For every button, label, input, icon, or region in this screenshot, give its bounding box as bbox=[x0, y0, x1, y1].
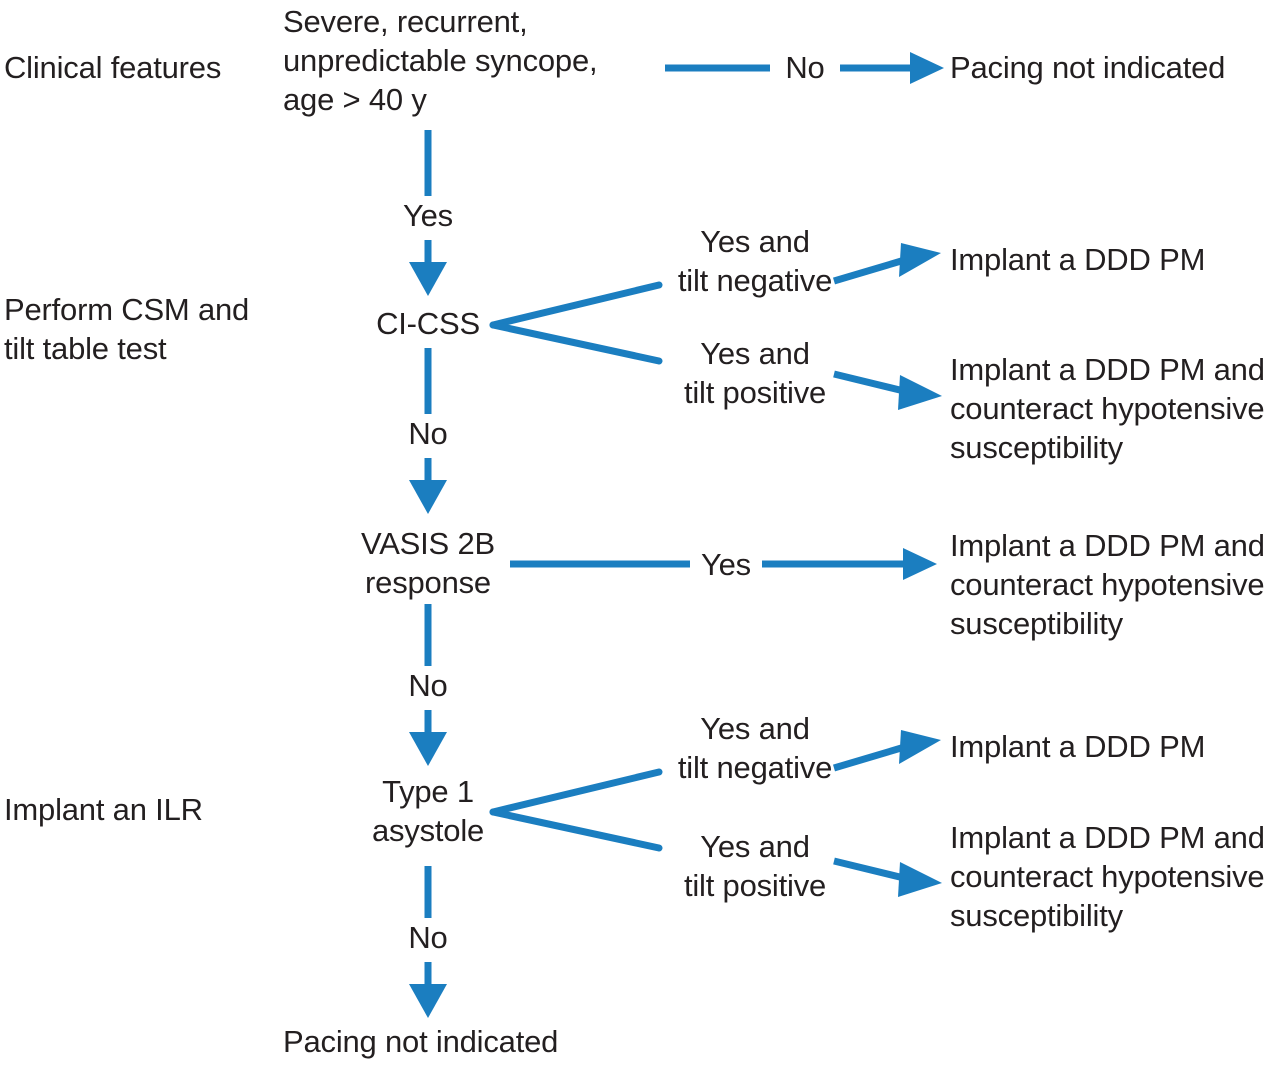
outcome-ddd-pm-counteract-vasis: Implant a DDD PM and counteract hypotens… bbox=[950, 528, 1265, 641]
node-type-1-asystole: Type 1 asystole bbox=[371, 774, 485, 848]
node-pacing-not-indicated-bottom: Pacing not indicated bbox=[283, 1024, 559, 1059]
arrow-no-to-vasis bbox=[409, 458, 447, 514]
edge-label-cicss-tilt-positive: Yes and tilt positive bbox=[683, 336, 827, 410]
outcome-ddd-pm-cicss: Implant a DDD PM bbox=[950, 242, 1206, 277]
stage-label-perform-csm-tilt: Perform CSM and tilt table test bbox=[4, 292, 250, 366]
stage-label-clinical-features: Clinical features bbox=[4, 50, 222, 85]
edge-label-yes-to-cicss: Yes bbox=[403, 198, 453, 233]
arrow-cicss-tilt-negative-outcome bbox=[833, 243, 941, 285]
stage-label-implant-ilr: Implant an ILR bbox=[4, 792, 203, 827]
node-vasis-2b-response: VASIS 2B response bbox=[361, 526, 495, 600]
arrow-asystole-tilt-negative-outcome bbox=[833, 730, 941, 772]
outcome-pacing-not-indicated-top: Pacing not indicated bbox=[950, 50, 1226, 85]
node-clinical-criteria: Severe, recurrent, unpredictable syncope… bbox=[283, 4, 598, 117]
arrow-asystole-tilt-positive-outcome bbox=[833, 857, 942, 897]
outcome-ddd-pm-counteract-asystole: Implant a DDD PM and counteract hypotens… bbox=[950, 820, 1265, 933]
outcome-ddd-pm-asystole: Implant a DDD PM bbox=[950, 729, 1206, 764]
outcome-ddd-pm-counteract-cicss: Implant a DDD PM and counteract hypotens… bbox=[950, 352, 1265, 465]
arrow-cicss-tilt-positive-outcome bbox=[833, 370, 942, 410]
arrow-no-to-asystole bbox=[409, 710, 447, 766]
edge-label-cicss-tilt-negative: Yes and tilt negative bbox=[677, 224, 833, 298]
arrow-yes-to-cicss bbox=[409, 240, 447, 296]
edge-label-no-bottom: No bbox=[408, 920, 448, 955]
node-ci-css: CI-CSS bbox=[376, 306, 480, 341]
edge-label-no-top: No bbox=[785, 50, 825, 85]
edge-label-yes-vasis: Yes bbox=[701, 547, 751, 582]
edge-label-no-to-asystole: No bbox=[408, 668, 448, 703]
edge-label-asystole-tilt-negative: Yes and tilt negative bbox=[677, 711, 833, 785]
edge-label-no-to-vasis: No bbox=[408, 416, 448, 451]
arrow-no-to-pacing-bottom bbox=[409, 962, 447, 1018]
arrow-vasis-yes-outcome bbox=[762, 548, 937, 580]
edge-label-asystole-tilt-positive: Yes and tilt positive bbox=[683, 829, 827, 903]
arrow-no-to-pacing-not-indicated bbox=[840, 52, 944, 84]
